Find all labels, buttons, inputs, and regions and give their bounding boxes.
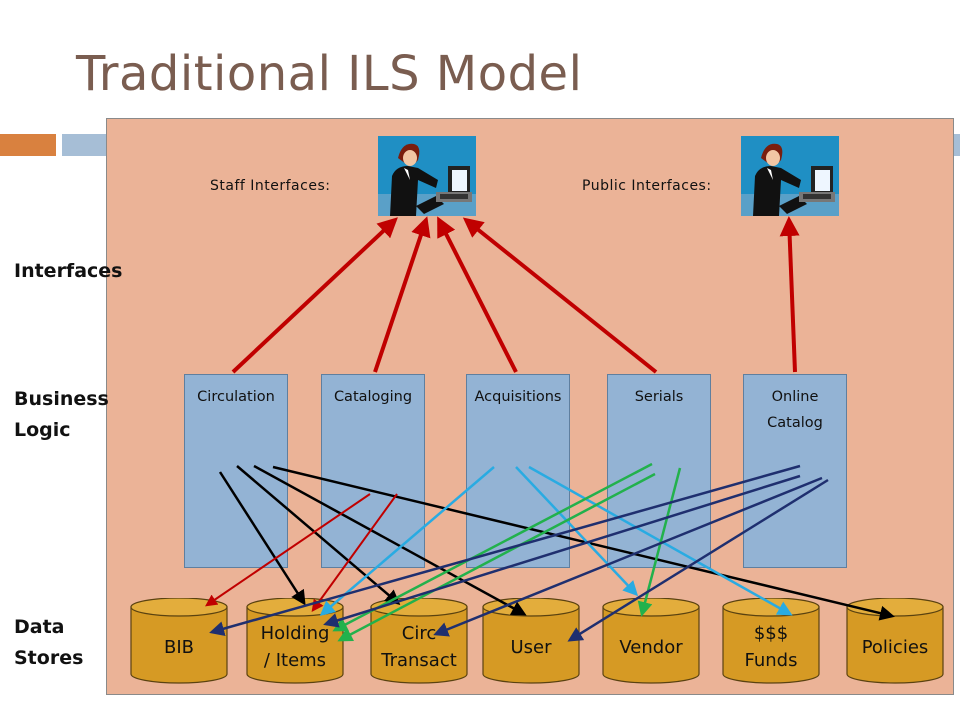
- store-funds: $$$ Funds: [722, 598, 820, 684]
- module-circulation-label: Circulation: [197, 389, 275, 405]
- arrow-serials-to-staff: [462, 217, 658, 374]
- accent-bar-orange: [0, 134, 56, 156]
- arrow-cataloging-to-staff: [373, 216, 431, 373]
- arrow-serials-to-vendor: [637, 467, 682, 617]
- arrow-circulation-to-policies: [272, 465, 895, 621]
- arrow-acquisitions-to-holdings: [319, 466, 495, 616]
- store-label: User: [510, 636, 552, 658]
- arrow-cataloging-to-holdings: [311, 493, 398, 612]
- public-user-at-computer-icon: [741, 136, 839, 216]
- page-title: Traditional ILS Model: [76, 46, 583, 102]
- arrow-circulation-to-holdings: [218, 471, 306, 606]
- layer-label-interfaces: Interfaces: [14, 260, 123, 282]
- public-interfaces-label: Public Interfaces:: [582, 178, 712, 194]
- module-serials-label: Serials: [634, 389, 684, 405]
- layer-label-business-logic: Business Logic: [14, 388, 109, 441]
- arrow-catalog-to-user: [567, 478, 829, 642]
- staff-interfaces-label: Staff Interfaces:: [210, 178, 331, 194]
- store-user: User: [482, 598, 580, 684]
- staff-user-at-computer-icon: [378, 136, 476, 216]
- module-circulation: Circulation: [184, 374, 288, 568]
- arrow-catalog-to-public: [779, 216, 800, 373]
- module-online-catalog-label: Online Catalog: [767, 389, 823, 431]
- store-label: Vendor: [619, 636, 683, 658]
- arrow-catalog-to-circ: [433, 476, 823, 637]
- store-label: $$$ Funds: [744, 623, 798, 671]
- arrow-circulation-to-user: [253, 464, 527, 616]
- store-label: Policies: [861, 636, 929, 658]
- arrow-acquisitions-to-funds: [528, 465, 793, 616]
- module-serials: Serials: [607, 374, 711, 568]
- store-label: Circ Transact: [381, 623, 457, 671]
- arrow-circulation-to-staff: [231, 217, 398, 374]
- module-online-catalog: Online Catalog: [743, 374, 847, 568]
- store-label: BIB: [163, 636, 194, 658]
- arrow-serials-to-holdings-2: [337, 472, 656, 642]
- arrow-circulation-to-circ: [236, 465, 401, 605]
- module-cataloging: Cataloging: [321, 374, 425, 568]
- store-bib: BIB: [130, 598, 228, 684]
- arrow-catalog-to-holdings: [323, 474, 801, 628]
- store-label: Holding / Items: [260, 623, 330, 671]
- arrow-acquisitions-to-staff: [437, 216, 518, 373]
- store-holding-items: Holding / Items: [246, 598, 344, 684]
- arrow-serials-to-holdings-1: [332, 462, 653, 632]
- module-acquisitions-label: Acquisitions: [474, 389, 562, 405]
- layer-label-data-stores: Data Stores: [14, 616, 84, 669]
- module-cataloging-label: Cataloging: [333, 389, 413, 405]
- arrow-catalog-to-bib: [209, 464, 801, 636]
- arrow-cataloging-to-bib: [205, 493, 371, 607]
- store-vendor: Vendor: [602, 598, 700, 684]
